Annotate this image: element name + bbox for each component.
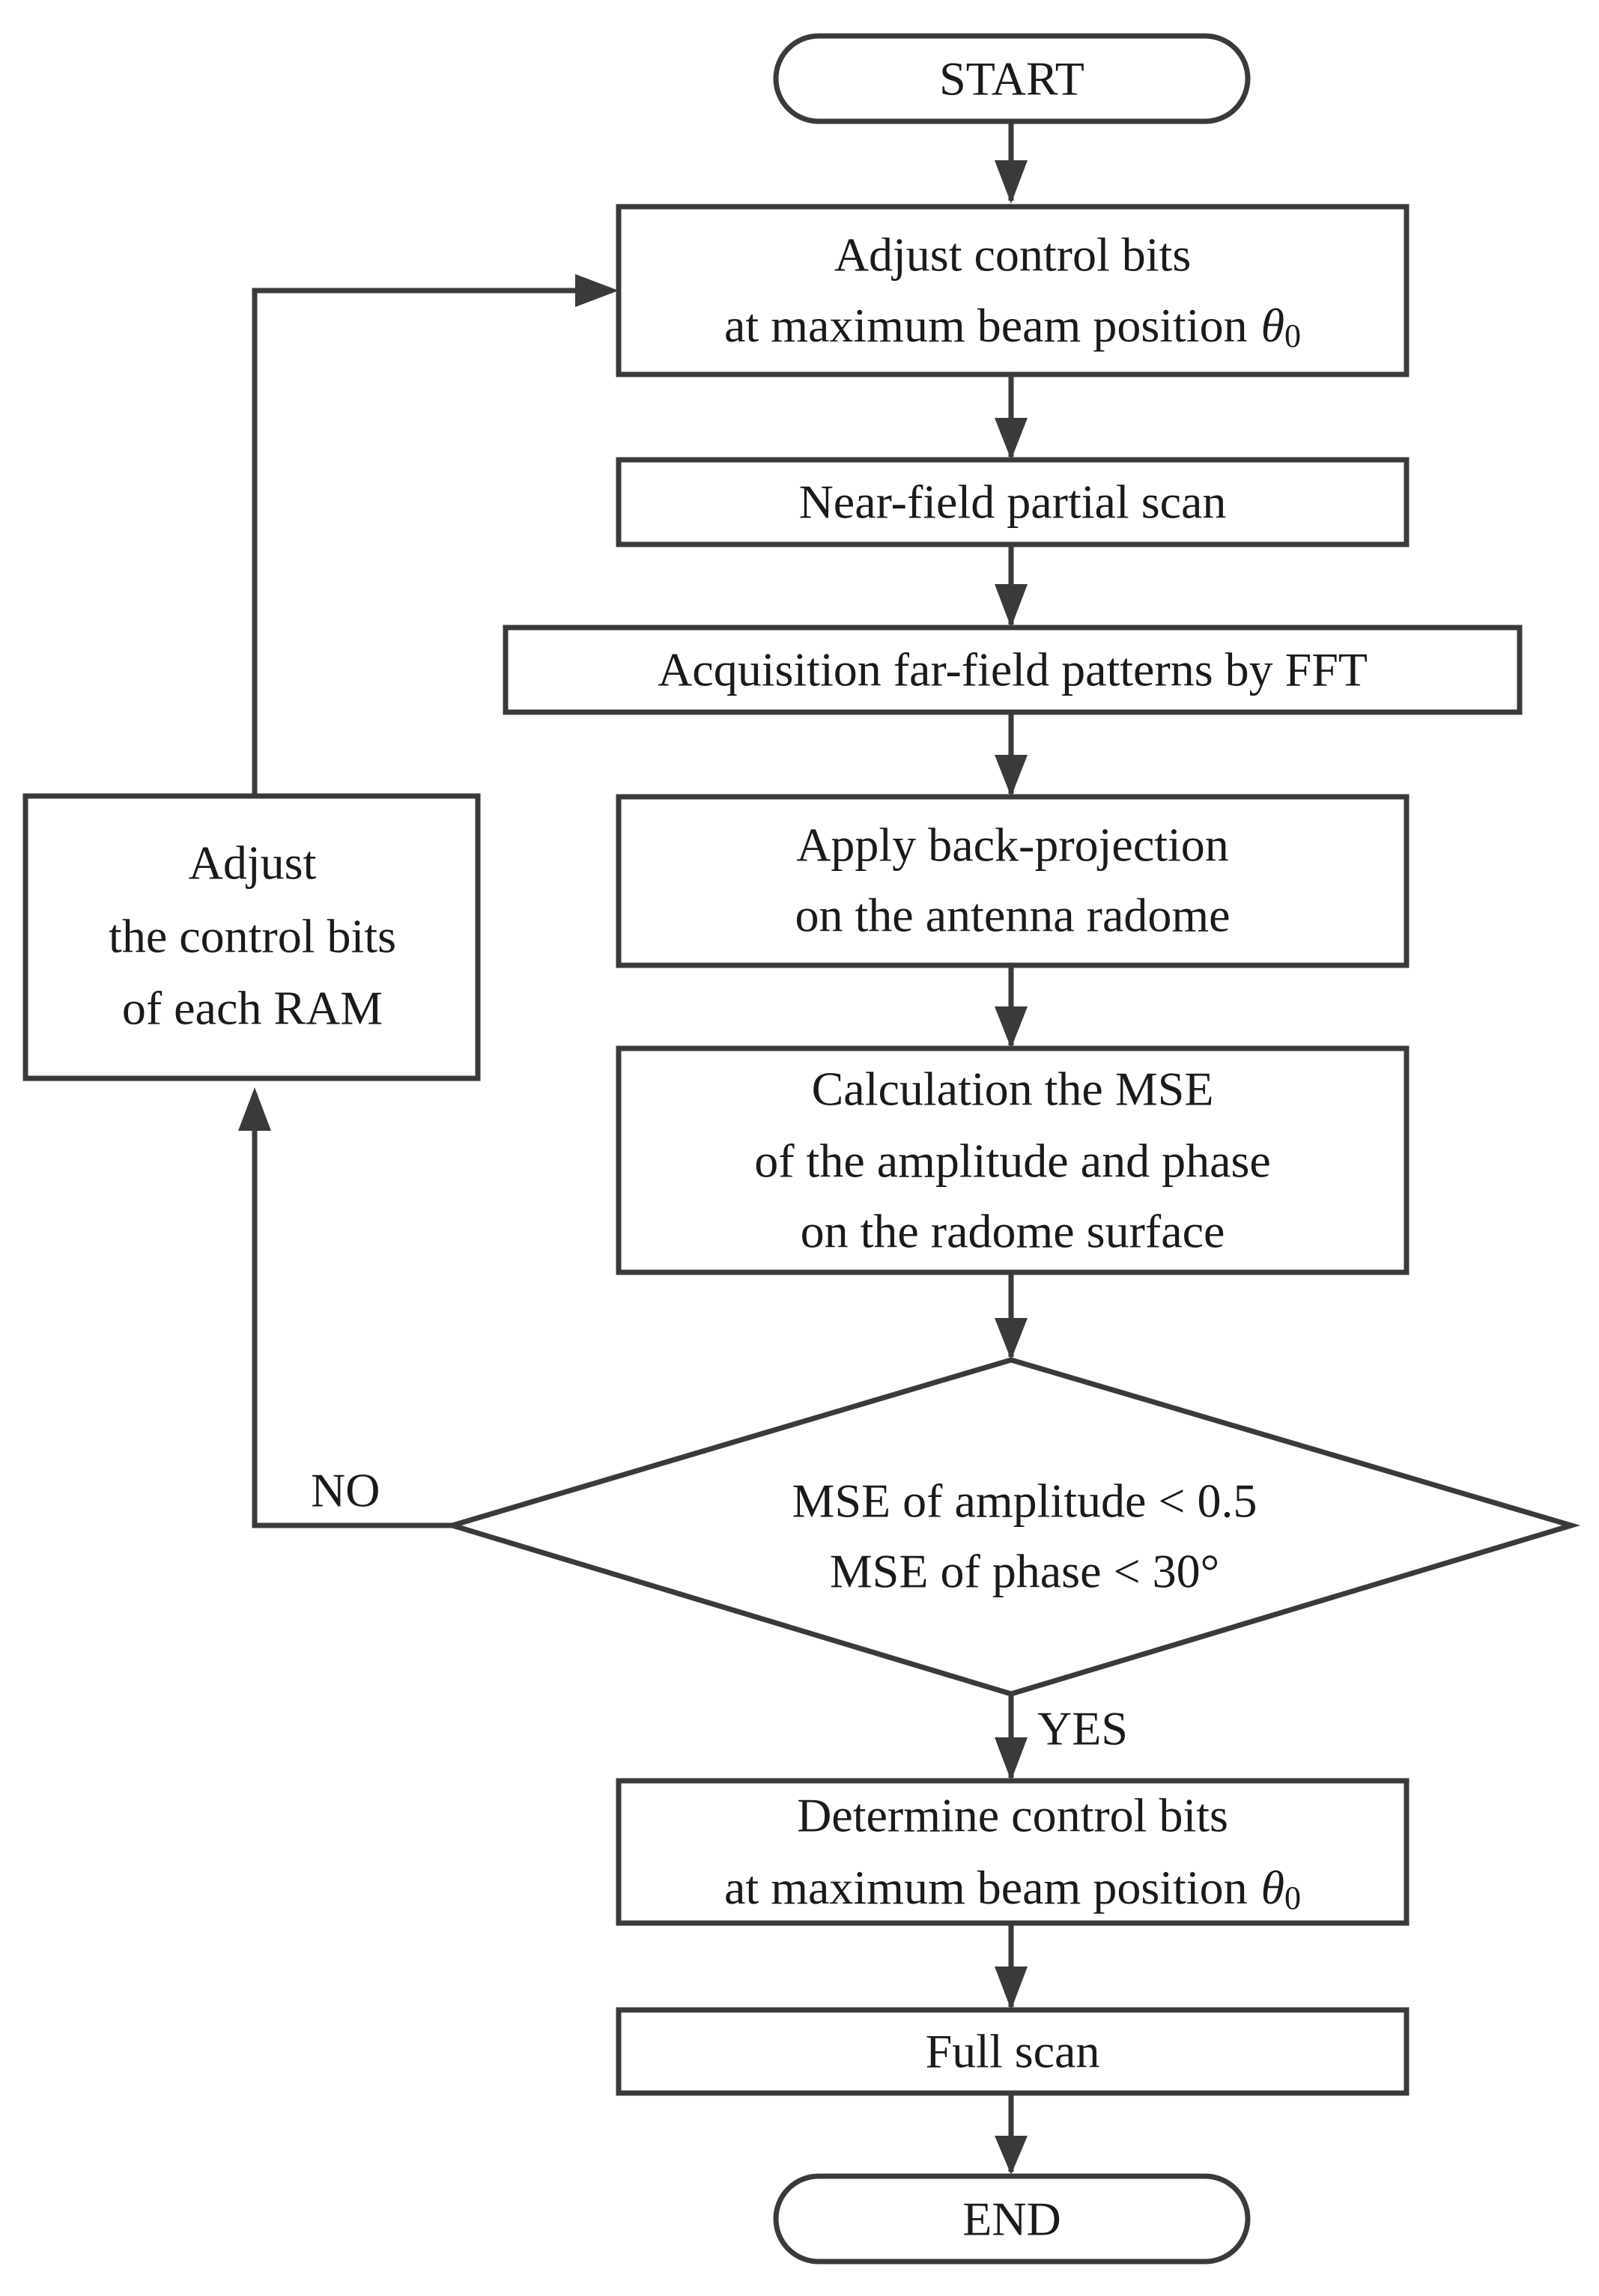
back-projection-line1: Apply back-projection: [796, 819, 1229, 872]
end-shape: [773, 2173, 1251, 2265]
arrowhead: [238, 1087, 271, 1131]
arrowhead: [995, 1318, 1028, 1360]
arrow-decision-no-to-adjust-ram: [252, 1093, 452, 1528]
adjust-beam-step: Adjust control bits at maximum beam posi…: [616, 204, 1410, 377]
start-terminal: START: [773, 33, 1251, 124]
adjust-beam-box: [616, 204, 1410, 377]
arrowhead: [995, 1967, 1028, 2010]
near-field-label: Near-field partial scan: [799, 476, 1227, 529]
yes-branch-label: YES: [1037, 1702, 1128, 1755]
adjust-beam-line1: Adjust control bits: [834, 228, 1191, 282]
decision-line1: MSE of amplitude < 0.5: [792, 1475, 1257, 1528]
mse-calculation-line2: of the amplitude and phase: [754, 1135, 1271, 1188]
start-shape: [773, 33, 1251, 124]
acquisition-label: Acquisition far-field patterns by FFT: [658, 643, 1368, 696]
acquisition-step: Acquisition far-field patterns by FFT: [503, 625, 1523, 715]
arrowhead: [575, 274, 619, 307]
no-branch-label: NO: [311, 1464, 380, 1517]
determine-theta: θ: [1261, 1861, 1284, 1914]
adjust-ram-line2: the control bits: [109, 910, 396, 963]
back-projection-box: [616, 794, 1410, 968]
mse-calculation-box: [616, 1045, 1410, 1275]
connectors: [238, 121, 1028, 2175]
arrowhead: [995, 1737, 1028, 1781]
near-field-box: [616, 457, 1410, 547]
back-projection-step: Apply back-projection on the antenna rad…: [616, 794, 1410, 968]
adjust-beam-subscript: 0: [1284, 318, 1301, 354]
adjust-ram-line1: Adjust: [189, 836, 317, 890]
adjust-ram-box: [22, 793, 481, 1081]
full-scan-label: Full scan: [926, 2025, 1100, 2078]
adjust-ram-step: Adjust the control bits of each RAM: [22, 793, 481, 1081]
arrowhead: [995, 755, 1028, 797]
near-field-step: Near-field partial scan: [616, 457, 1410, 547]
adjust-ram-line3: of each RAM: [122, 982, 383, 1035]
mse-calculation-step: Calculation the MSE of the amplitude and…: [616, 1045, 1410, 1275]
acquisition-box: [503, 625, 1523, 715]
end-terminal: END: [773, 2173, 1251, 2265]
arrowhead: [995, 584, 1028, 628]
determine-box: [616, 1778, 1410, 1926]
mse-calculation-line1: Calculation the MSE: [812, 1063, 1214, 1116]
arrow-adjust-ram-to-adjust-beam: [252, 288, 584, 796]
decision-line2: MSE of phase < 30°: [830, 1545, 1219, 1598]
determine-step: Determine control bits at maximum beam p…: [616, 1778, 1410, 1926]
arrowhead: [995, 2136, 1028, 2175]
determine-line1: Determine control bits: [797, 1789, 1228, 1842]
full-scan-step: Full scan: [616, 2007, 1410, 2096]
arrowhead: [995, 160, 1028, 204]
adjust-beam-line2-text: at maximum beam position: [724, 299, 1248, 352]
determine-line2-text: at maximum beam position: [724, 1861, 1248, 1914]
arrowhead: [995, 418, 1028, 460]
end-label: END: [962, 2193, 1061, 2246]
start-label: START: [939, 52, 1084, 106]
arrowhead: [995, 1006, 1028, 1048]
mse-calculation-line3: on the radome surface: [801, 1205, 1225, 1258]
full-scan-box: [616, 2007, 1410, 2096]
decision-step: MSE of amplitude < 0.5 MSE of phase < 30…: [443, 1357, 1581, 1697]
adjust-beam-theta: θ: [1261, 299, 1284, 352]
decision-diamond: [443, 1357, 1581, 1697]
determine-subscript: 0: [1284, 1880, 1301, 1916]
back-projection-line2: on the antenna radome: [795, 889, 1230, 942]
